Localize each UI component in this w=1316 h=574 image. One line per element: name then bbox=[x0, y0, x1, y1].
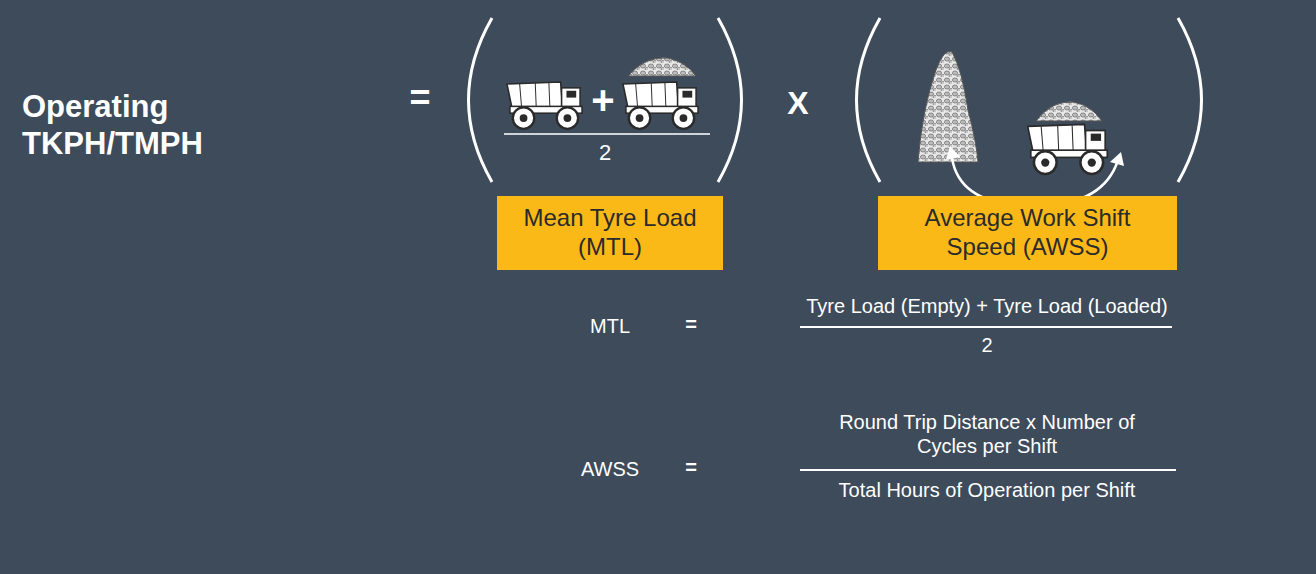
plus-sign: + bbox=[585, 76, 621, 124]
equals-sign: = bbox=[676, 312, 706, 336]
multiply-sign: X bbox=[776, 84, 820, 122]
term-name: Mean Tyre Load (MTL) bbox=[509, 204, 711, 262]
formula-term-box: Average Work Shift Speed (AWSS) bbox=[878, 196, 1177, 270]
numerator: Tyre Load (Empty) + Tyre Load (Loaded) bbox=[786, 294, 1188, 318]
equals-sign: = bbox=[676, 455, 706, 479]
divisor: 2 bbox=[590, 140, 620, 166]
term-name: Average Work Shift Speed (AWSS) bbox=[890, 204, 1165, 262]
denominator: Total Hours of Operation per Shift bbox=[786, 478, 1188, 502]
numerator: Round Trip Distance x Number of Cycles p… bbox=[832, 410, 1142, 458]
term-symbol: MTL bbox=[560, 314, 660, 338]
equals-sign: = bbox=[398, 76, 442, 119]
formula-title: Operating TKPH/TMPH bbox=[22, 88, 292, 162]
denominator: 2 bbox=[970, 333, 1004, 357]
formula-term-box: Mean Tyre Load (MTL) bbox=[497, 196, 723, 270]
term-symbol: AWSS bbox=[560, 457, 660, 481]
